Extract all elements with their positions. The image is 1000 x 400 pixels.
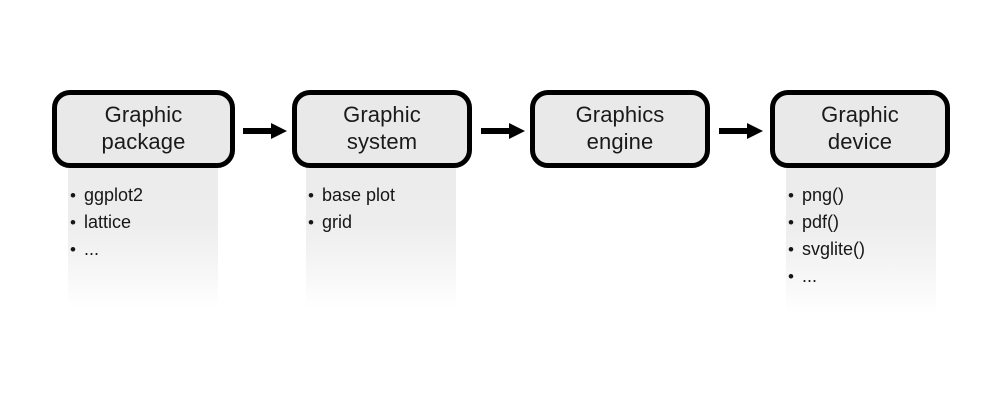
detail-panel-graphic-device: png() pdf() svglite() ...: [786, 168, 936, 313]
list-item: ...: [786, 263, 936, 290]
arrow-right-icon-3: [719, 121, 763, 141]
node-graphic-package-label: Graphic package: [101, 102, 186, 154]
detail-panel-graphic-system: base plot grid: [306, 168, 456, 308]
node-graphics-engine[interactable]: Graphics engine: [530, 90, 710, 168]
list-item: svglite(): [786, 236, 936, 263]
node-graphic-system-label: Graphic system: [343, 102, 421, 154]
bullet-list-graphic-device: png() pdf() svglite() ...: [786, 182, 936, 290]
detail-panel-graphic-package: ggplot2 lattice ...: [68, 168, 218, 308]
node-graphic-system[interactable]: Graphic system: [292, 90, 472, 168]
node-graphic-package[interactable]: Graphic package: [52, 90, 235, 168]
list-item: pdf(): [786, 209, 936, 236]
arrow-right-icon-2: [481, 121, 525, 141]
node-graphic-device-label: Graphic device: [821, 102, 899, 154]
arrow-right-icon-1: [243, 121, 287, 141]
bullet-list-graphic-system: base plot grid: [306, 182, 456, 236]
list-item: grid: [306, 209, 456, 236]
node-graphics-engine-label: Graphics engine: [575, 102, 665, 154]
list-item: ggplot2: [68, 182, 218, 209]
list-item: base plot: [306, 182, 456, 209]
node-graphic-device[interactable]: Graphic device: [770, 90, 950, 168]
list-item: png(): [786, 182, 936, 209]
list-item: lattice: [68, 209, 218, 236]
list-item: ...: [68, 236, 218, 263]
bullet-list-graphic-package: ggplot2 lattice ...: [68, 182, 218, 263]
